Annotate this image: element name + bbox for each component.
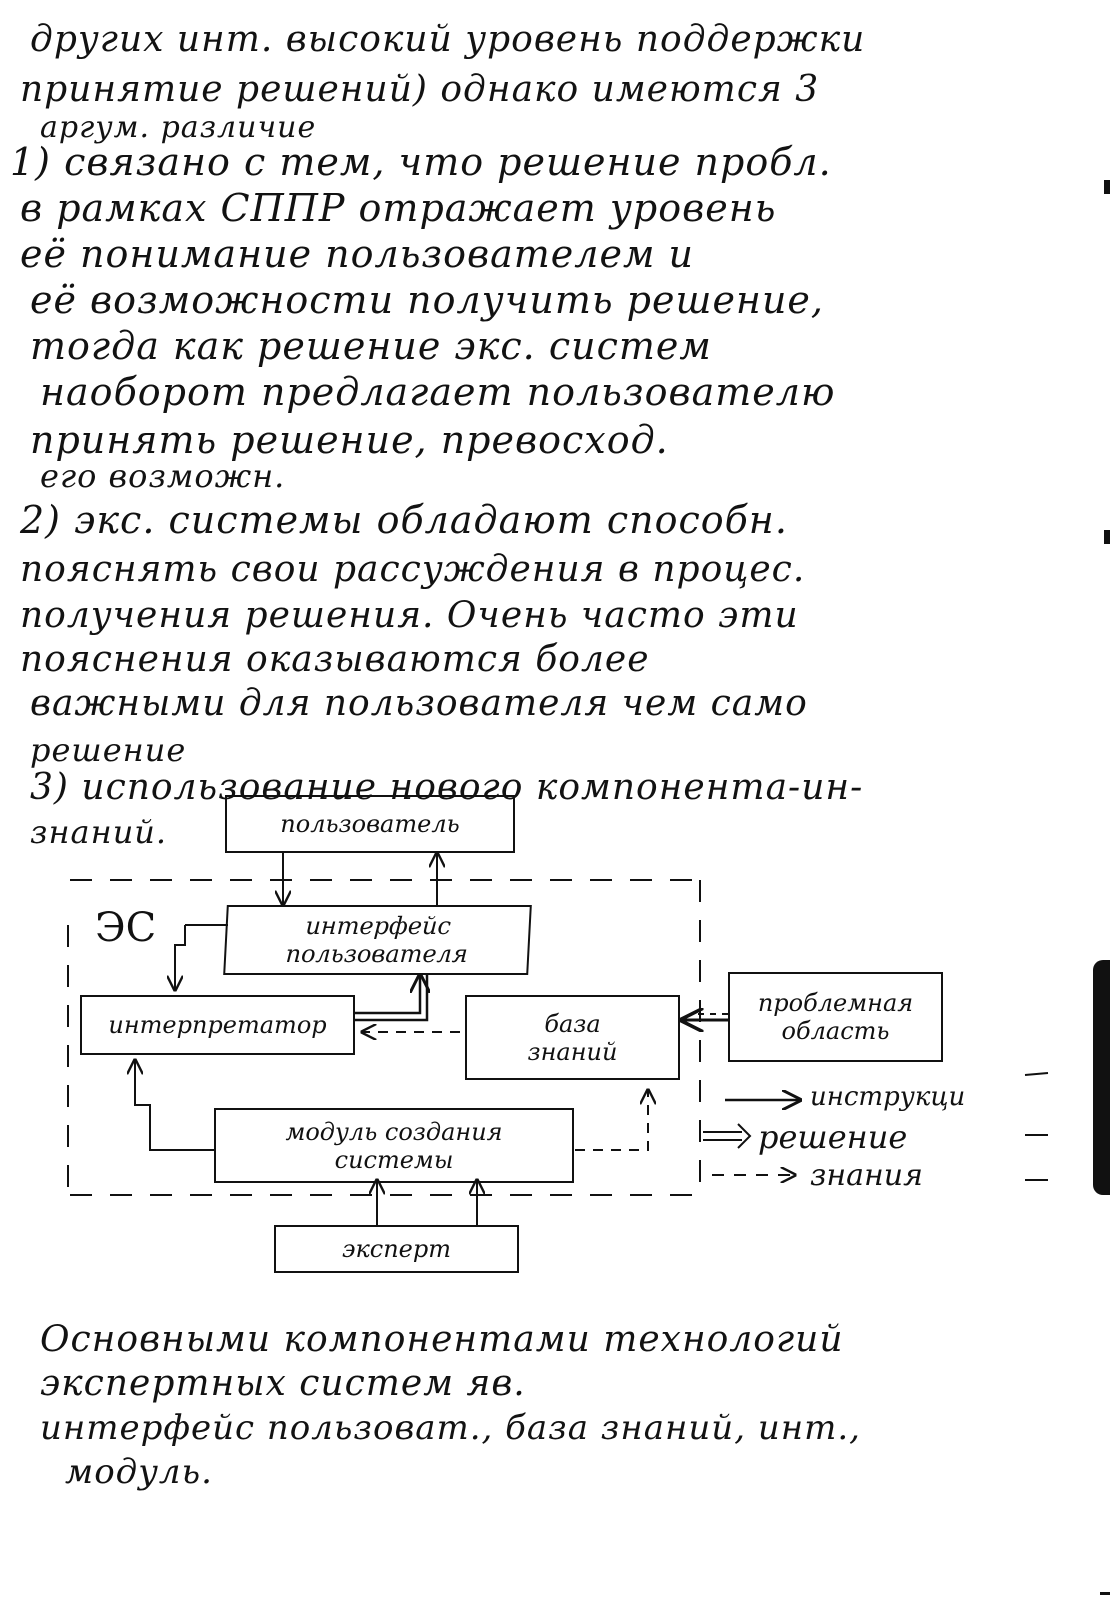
- node-expert: эксперт: [274, 1225, 519, 1273]
- text-line: наоборот предлагает пользователю: [40, 370, 836, 414]
- arrow-module-to-interpreter: [135, 1060, 214, 1151]
- text-line: решение: [30, 731, 187, 769]
- text-line: других инт. высокий уровень поддержки: [30, 19, 866, 60]
- text-line: его возможн.: [40, 457, 286, 495]
- text-line: принять решение, превосход.: [30, 418, 669, 462]
- scan-edge-dot: [1100, 1592, 1110, 1595]
- text-line: 1) связано с тем, что решение пробл.: [10, 140, 832, 184]
- text-line: аргум. различие: [40, 110, 317, 145]
- text-line: пояснения оказываются более: [20, 639, 650, 680]
- text-line: её возможности получить решение,: [30, 278, 825, 322]
- arrow-module-to-kb: [575, 1090, 648, 1151]
- text-line: тогда как решение экс. систем: [30, 324, 712, 368]
- text-line: интерфейс пользоват., база знаний, инт.,: [40, 1408, 861, 1448]
- text-line: принятие решений) однако имеются 3: [20, 69, 820, 110]
- text-line: пояснять свои рассуждения в процес.: [20, 549, 806, 590]
- scan-edge-dot: [1104, 530, 1110, 544]
- arrow-es-to-interpreter: [175, 925, 186, 990]
- arrow-interpreter-to-interface: [355, 975, 420, 1015]
- scan-edge-mark: [1093, 960, 1110, 1195]
- text-line: 2) экс. системы обладают способн.: [20, 498, 788, 542]
- es-label: ЭС: [95, 905, 157, 951]
- text-line: получения решения. Очень часто эти: [20, 595, 799, 636]
- text-line: её понимание пользователем и: [20, 232, 695, 276]
- text-line: важными для пользователя чем само: [30, 683, 808, 724]
- text-line: экспертных систем яв.: [40, 1363, 526, 1404]
- node-user: пользователь: [225, 795, 515, 853]
- text-line: Основными компонентами технологий: [40, 1319, 844, 1360]
- legend-label-instructions: инструкци: [810, 1082, 966, 1112]
- legend-label-knowledge: знания: [810, 1158, 923, 1193]
- text-line: знаний.: [30, 813, 168, 851]
- node-interpreter: интерпретатор: [80, 995, 355, 1055]
- legend-label-solution: решение: [758, 1118, 908, 1156]
- text-line: 3) использование нового компонента-ин-: [30, 767, 864, 808]
- es-boundary: [67, 879, 701, 1196]
- text-line: в рамках СППР отражает уровень: [20, 186, 777, 230]
- scan-edge-dot: [1104, 180, 1110, 194]
- text-line: модуль.: [65, 1452, 213, 1492]
